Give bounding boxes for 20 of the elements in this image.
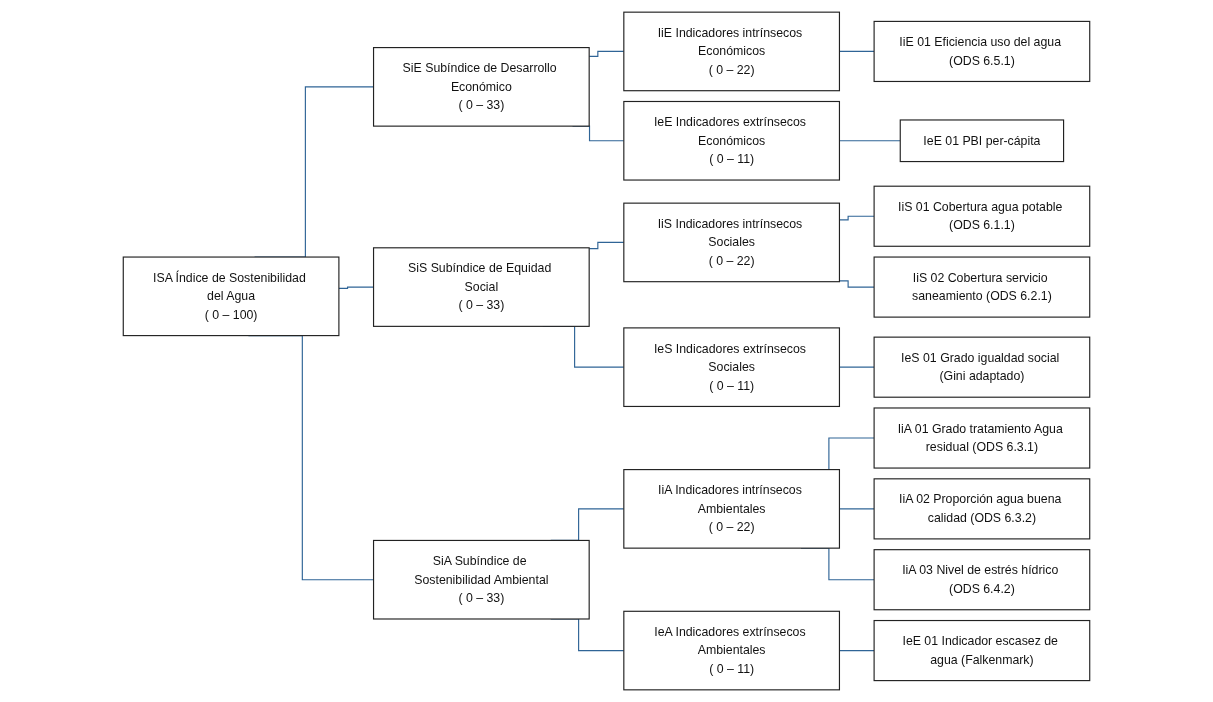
node-box: IeA Indicadores extrínsecos Ambientales ( 0 – 11) bbox=[623, 610, 841, 691]
connector bbox=[838, 280, 875, 288]
node-box: IeE 01 PBI per-cápita bbox=[899, 119, 1065, 163]
node-box: ISA Índice de Sostenibilidad del Agua ( 0 – 100) bbox=[122, 256, 340, 337]
node-box: IeS 01 Grado igualdad social (Gini adaptado) bbox=[873, 336, 1091, 398]
node-box: IeE 01 Indicador escasez de agua (Falkenmark) bbox=[873, 619, 1091, 682]
node-box: IiE Indicadores intrínsecos Económicos ( 0 – 22) bbox=[623, 11, 841, 92]
node-box: IiA 03 Nivel de estrés hídrico (ODS 6.4.2) bbox=[873, 549, 1091, 611]
node-box: IeE Indicadores extrínsecos Económicos ( 0 – 11) bbox=[623, 100, 841, 181]
node-box: IiA Indicadores intrínsecos Ambientales ( 0 – 22) bbox=[623, 469, 841, 549]
node-box: IiE 01 Eficiencia uso del agua (ODS 6.5.1) bbox=[873, 20, 1091, 83]
node-box: SiS Subíndice de Equidad Social ( 0 – 33) bbox=[372, 247, 590, 327]
node-box: IiS 02 Cobertura servicio saneamiento (ODS 6.2.1) bbox=[873, 256, 1091, 318]
node-box: SiA Subíndice de Sostenibilidad Ambiental ( 0 – 33) bbox=[372, 539, 590, 620]
node-box: IiA 02 Proporción agua buena calidad (ODS 6.3.2) bbox=[873, 478, 1091, 540]
node-box: IeS Indicadores extrínsecos Sociales ( 0 – 11) bbox=[623, 327, 841, 408]
node-box: IiS 01 Cobertura agua potable (ODS 6.1.1) bbox=[873, 185, 1091, 247]
node-box: SiE Subíndice de Desarrollo Económico ( 0 – 33) bbox=[372, 47, 590, 127]
node-box: IiA 01 Grado tratamiento Agua residual (ODS 6.3.1) bbox=[873, 407, 1091, 469]
node-box: IiS Indicadores intrínsecos Sociales ( 0 – 22) bbox=[623, 202, 841, 283]
